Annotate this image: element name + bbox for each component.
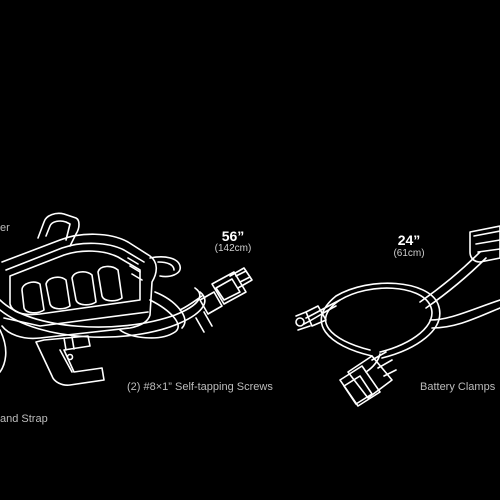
mounting-bracket-icon	[35, 335, 105, 386]
short-cable-length-metric: (61cm)	[393, 248, 425, 259]
ring-terminal-icon	[295, 305, 327, 331]
charger-unit-icon	[1, 212, 158, 340]
battery-clamps-label: Battery Clamps	[420, 381, 496, 393]
charger-label-fragment: er	[0, 222, 10, 234]
long-cable-length: 56”	[221, 228, 245, 244]
short-cable-length: 24”	[397, 232, 421, 248]
battery-clamp-cable-icon	[303, 251, 500, 373]
bracket-strap-label-fragment: and Strap	[0, 413, 48, 425]
battery-clamp-icon	[469, 225, 500, 263]
sae-plug-icon	[339, 351, 397, 407]
long-cable-length-metric: (142cm)	[214, 243, 252, 254]
screws-label: (2) #8×1” Self-tapping Screws	[127, 381, 273, 393]
sae-connector-icon	[179, 267, 253, 333]
